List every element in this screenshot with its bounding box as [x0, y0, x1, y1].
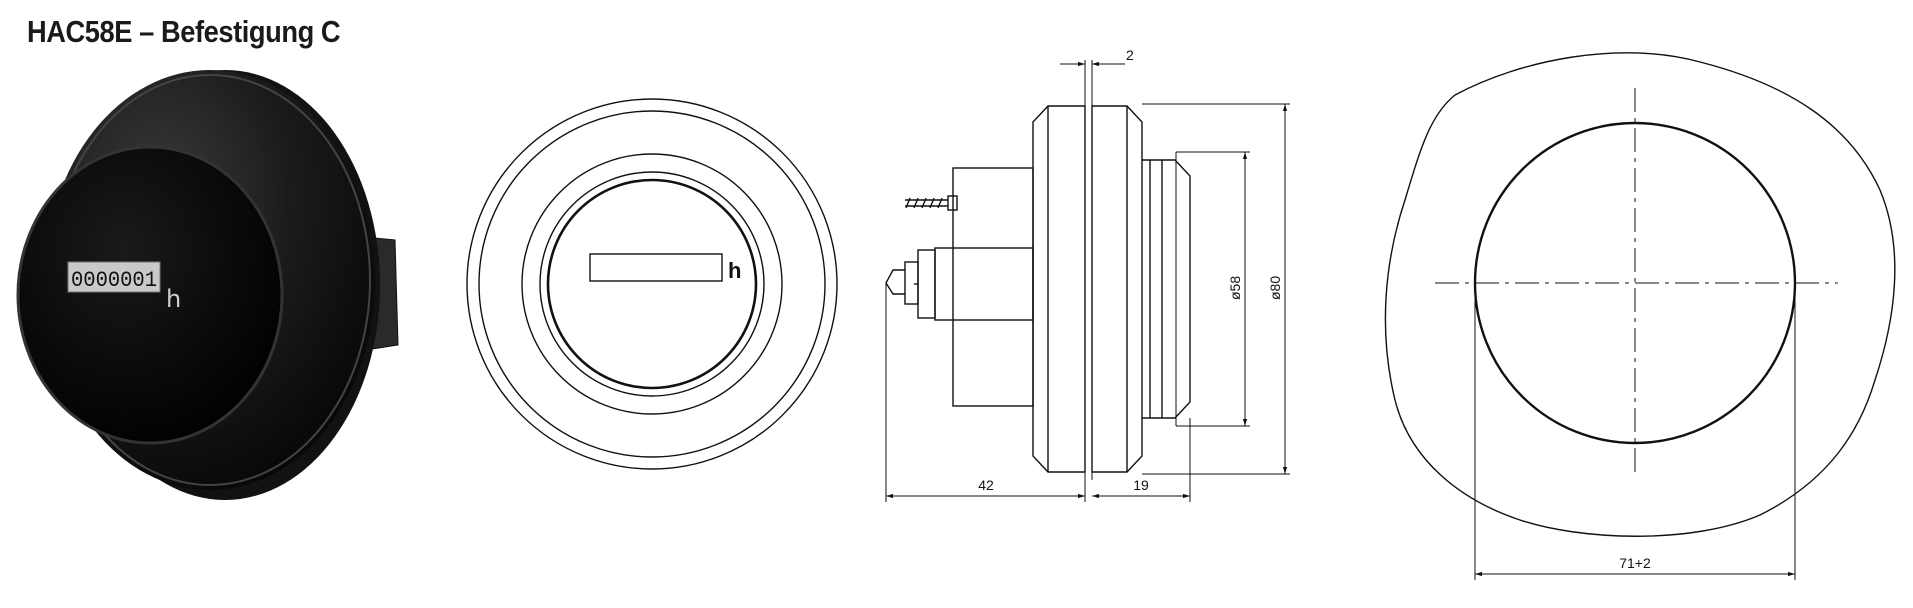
rear-connector-tip — [885, 269, 905, 295]
upper-pin-head — [947, 195, 958, 211]
rear-terminal-block — [934, 247, 1034, 321]
dim-top: 2 — [1126, 47, 1134, 63]
cutout-view: 71+2 — [1384, 52, 1896, 580]
front-outer-ring — [466, 98, 838, 470]
upper-pin-thread — [905, 197, 943, 209]
front-glass — [1142, 159, 1191, 419]
bezel-flange-right — [1091, 105, 1143, 473]
dim-cutout: 71+2 — [1619, 555, 1651, 571]
panel-outline — [1384, 52, 1896, 537]
front-middle-ring — [521, 153, 783, 415]
front-outer-ring-inner — [478, 110, 826, 458]
dim-diameter-inner: ø58 — [1227, 276, 1243, 300]
rear-connector — [917, 249, 936, 319]
counter-face — [18, 147, 282, 443]
dim-length-left: 42 — [978, 477, 994, 493]
front-face-ring — [546, 178, 758, 390]
digit-window — [67, 261, 161, 293]
rear-connector-nut — [904, 261, 919, 305]
front-inner-ring — [539, 171, 765, 397]
dim-diameter-outer: ø80 — [1267, 276, 1283, 300]
front-view: h — [466, 98, 838, 470]
dim-length-right: 19 — [1133, 477, 1149, 493]
product-photo: 0000001 h — [16, 70, 399, 500]
bezel-flange-left — [1032, 105, 1086, 473]
side-view: 2 ø58 ø80 42 19 — [885, 47, 1290, 502]
front-digit-window — [589, 253, 723, 282]
rear-body — [952, 167, 1034, 407]
front-unit-symbol: h — [728, 258, 741, 283]
photo-unit-symbol: h — [166, 285, 181, 313]
page-title: HAC58E – Befestigung C — [27, 14, 341, 49]
counter-digits: 0000001 — [71, 268, 157, 293]
